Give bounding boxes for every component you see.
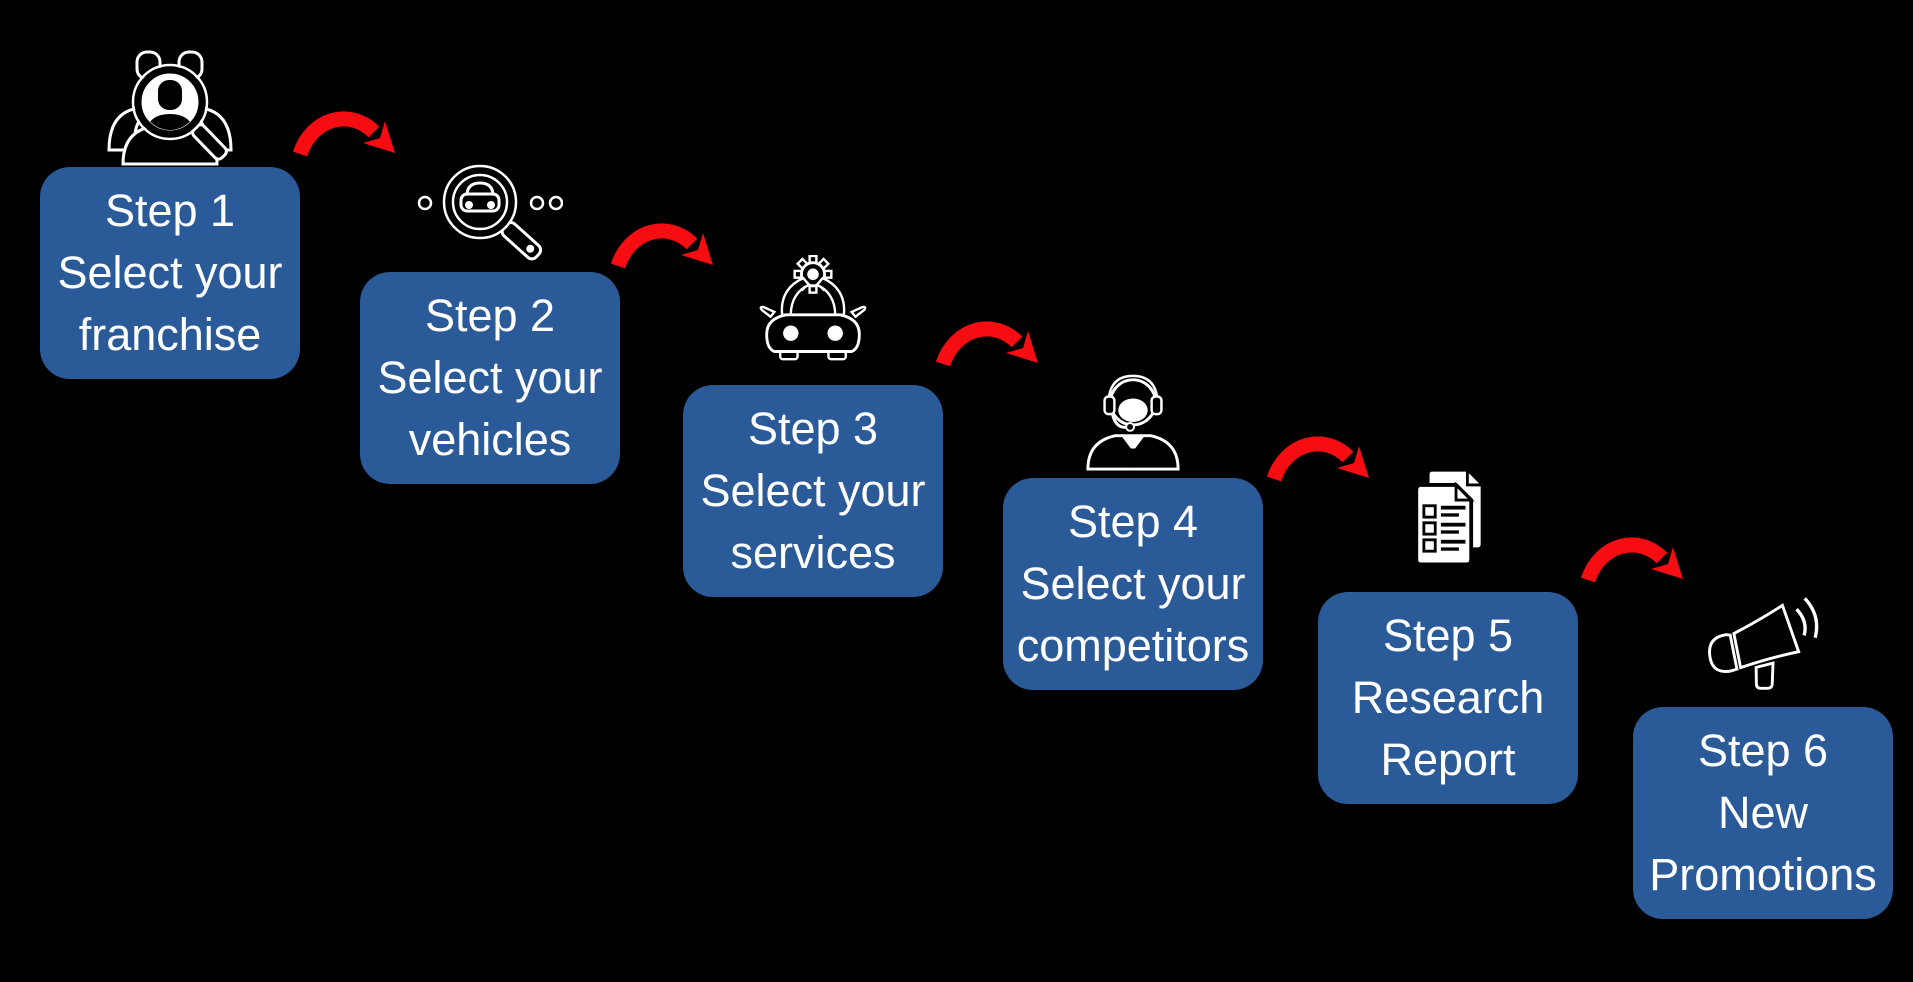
step-1-text: franchise	[78, 309, 262, 360]
step-2-box: Step 2 Select your vehicles	[360, 272, 620, 484]
car-search-icon	[417, 164, 563, 264]
people-search-icon	[107, 50, 233, 166]
step-3-title: Step 3	[747, 403, 879, 454]
flow-arrow-5	[1580, 532, 1692, 604]
step-5-text: Research	[1351, 672, 1545, 723]
step-6-title: Step 6	[1697, 725, 1829, 776]
step-1-title: Step 1	[104, 185, 236, 236]
flow-arrow-4	[1266, 431, 1378, 503]
step-1-text: Select your	[57, 247, 283, 298]
support-agent-icon	[1083, 371, 1183, 471]
step-group-1: Step 1 Select your franchise	[40, 50, 300, 379]
step-2-title: Step 2	[424, 290, 556, 341]
step-4-title: Step 4	[1067, 496, 1199, 547]
step-4-box: Step 4 Select your competitors	[1003, 478, 1263, 690]
step-6-text: New	[1717, 787, 1809, 838]
flow-arrow-3	[935, 316, 1047, 388]
step-group-5: Step 5 Research Report	[1318, 466, 1578, 804]
step-5-title: Step 5	[1382, 610, 1514, 661]
step-group-3: Step 3 Select your services	[683, 255, 943, 597]
flow-arrow-2	[610, 218, 722, 290]
step-5-text: Report	[1380, 734, 1516, 785]
step-3-text: Select your	[700, 465, 926, 516]
car-gear-icon	[758, 255, 868, 365]
report-documents-icon	[1402, 466, 1494, 572]
step-group-6: Step 6 New Promotions	[1633, 597, 1893, 919]
step-2-text: vehicles	[408, 414, 572, 465]
step-5-box: Step 5 Research Report	[1318, 592, 1578, 804]
step-group-4: Step 4 Select your competitors	[1003, 374, 1263, 690]
step-1-box: Step 1 Select your franchise	[40, 167, 300, 379]
flow-arrow-1	[292, 106, 404, 178]
step-4-text: Select your	[1020, 558, 1246, 609]
step-group-2: Step 2 Select your vehicles	[360, 164, 620, 484]
step-4-text: competitors	[1016, 620, 1250, 671]
step-6-box: Step 6 New Promotions	[1633, 707, 1893, 919]
step-6-text: Promotions	[1649, 849, 1877, 900]
step-3-box: Step 3 Select your services	[683, 385, 943, 597]
step-2-text: Select your	[377, 352, 603, 403]
step-3-text: services	[730, 527, 896, 578]
megaphone-icon	[1699, 595, 1827, 699]
